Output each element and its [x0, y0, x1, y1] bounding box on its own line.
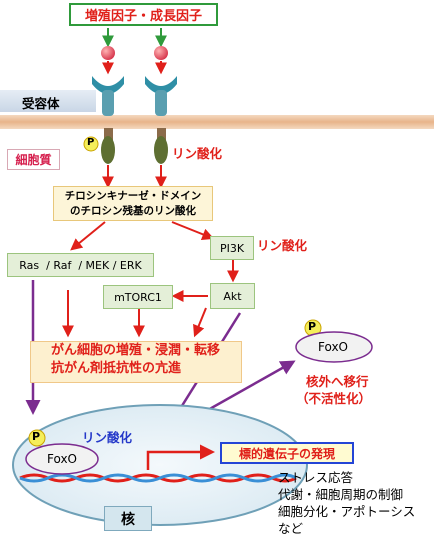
foxo-nucleus — [25, 443, 99, 475]
dna-strand-2 — [19, 473, 297, 483]
phosphate-foxo-out-label: P — [308, 320, 317, 333]
target-gene-box: 標的遺伝子の発現 — [220, 442, 354, 464]
nucleus-ellipse — [12, 404, 308, 526]
function-item: 細胞分化・アポトーシス — [278, 504, 416, 519]
function-item: など — [278, 521, 304, 536]
function-item: 代謝・細胞周期の制御 — [278, 487, 404, 502]
phospho-label-receptor: リン酸化 — [172, 146, 223, 161]
cell-membrane — [0, 115, 434, 129]
pi3k-box: PI3K — [210, 236, 254, 260]
function-item: ストレス応答 — [278, 470, 354, 485]
foxo-cytoplasm — [295, 331, 373, 363]
tyrosine-kinase-box: チロシンキナーゼ・ドメイン のチロシン残基のリン酸化 — [53, 186, 213, 221]
transcription-arrow — [146, 444, 215, 470]
cancer-effect-line-1: がん細胞の増殖・浸潤・転移 — [51, 343, 221, 358]
nuclear-export-line-1: 核外へ移行 — [306, 374, 369, 389]
akt-box: Akt — [210, 283, 255, 309]
cancer-effect-box: がん細胞の増殖・浸潤・転移 抗がん剤抵抗性の亢進 — [30, 341, 242, 383]
receptor-band — [0, 90, 96, 112]
foxo-nucleus-label: FoxO — [47, 452, 77, 466]
ras-raf-mek-erk-box: Ras / Raf / MEK / ERK — [7, 253, 154, 277]
phosphate-receptor — [83, 136, 99, 152]
phospho-label-nucleus: リン酸化 — [82, 430, 133, 445]
mtorc1-box: mTORC1 — [103, 285, 173, 309]
nuclear-export-line-2: （不活性化） — [296, 391, 372, 406]
functions-list: ストレス応答 代謝・細胞周期の制御 細胞分化・アポトーシス など — [278, 469, 415, 537]
nuclear-export-label: 核外へ移行 （不活性化） — [296, 373, 371, 407]
receptor-left — [92, 76, 124, 164]
phosphate-foxo-nucleus — [28, 429, 46, 447]
cytoplasm-label: 細胞質 — [7, 149, 60, 170]
tyrosine-kinase-line-2: のチロシン残基のリン酸化 — [70, 204, 196, 217]
phosphate-foxo-nucleus-label: P — [32, 430, 41, 443]
growth-factor-box: 増殖因子・成長因子 — [69, 3, 218, 26]
receptor-right — [145, 76, 177, 164]
receptor-label: 受容体 — [22, 96, 60, 111]
ligand-left — [101, 46, 115, 60]
tyrosine-kinase-line-1: チロシンキナーゼ・ドメイン — [64, 189, 202, 202]
phosphate-receptor-label: P — [87, 137, 95, 148]
foxo-cytoplasm-label: FoxO — [318, 340, 348, 354]
cancer-effect-line-2: 抗がん剤抵抗性の亢進 — [51, 361, 182, 376]
ligand-right — [154, 46, 168, 60]
nucleus-label: 核 — [104, 506, 152, 531]
phospho-label-pi3k: リン酸化 — [257, 238, 308, 253]
